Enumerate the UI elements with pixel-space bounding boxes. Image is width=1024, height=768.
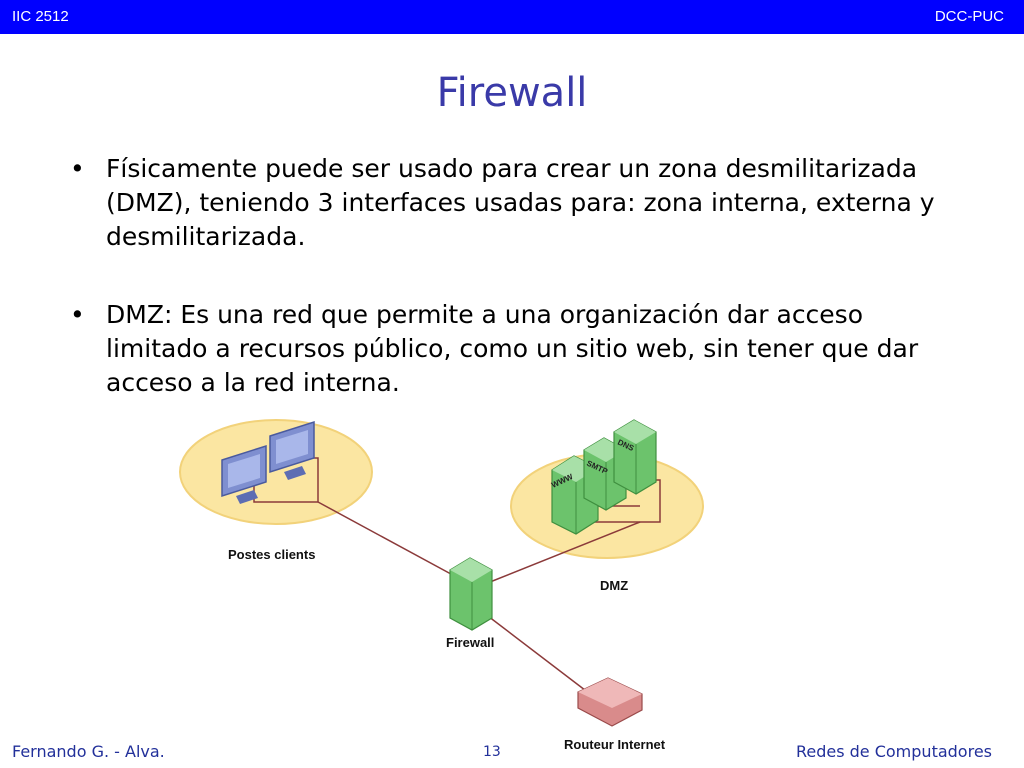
firewall-label: Firewall [446,635,494,650]
slide-title: Firewall [436,70,588,116]
link-dmz-firewall [489,521,641,583]
clients-zone [179,419,373,525]
department-label: DCC-PUC [934,8,1004,25]
link-firewall-router [479,609,599,701]
router-icon [577,677,643,727]
dmz-label: DMZ [600,578,628,593]
footer-course: Redes de Computadores [795,742,992,761]
bullet-list: • Físicamente puede ser usado para crear… [70,152,970,400]
bullet-item: • Físicamente puede ser usado para crear… [70,152,970,254]
bullet-text: Físicamente puede ser usado para crear u… [106,154,935,251]
page-number: 13 [483,744,501,760]
server-icon-dns: DNS [613,419,657,495]
bullet-icon: • [70,154,85,183]
monitor-icon [221,444,267,504]
bullet-item: • DMZ: Es una red que permite a una orga… [70,298,970,400]
router-label: Routeur Internet [564,737,666,752]
network-diagram: Postes clients WWW SMTP DNS DMZ Firewall… [179,419,704,752]
bullet-text: DMZ: Es una red que permite a una organi… [106,300,919,397]
firewall-icon [449,557,493,631]
header-bar: IIC 2512 DCC-PUC [0,0,1024,34]
clients-label: Postes clients [228,547,315,562]
bullet-icon: • [70,300,85,329]
footer-author: Fernando G. - Alva. [12,742,165,761]
link-clients-firewall [317,501,463,581]
monitor-icon [269,420,315,480]
course-code: IIC 2512 [12,8,69,25]
